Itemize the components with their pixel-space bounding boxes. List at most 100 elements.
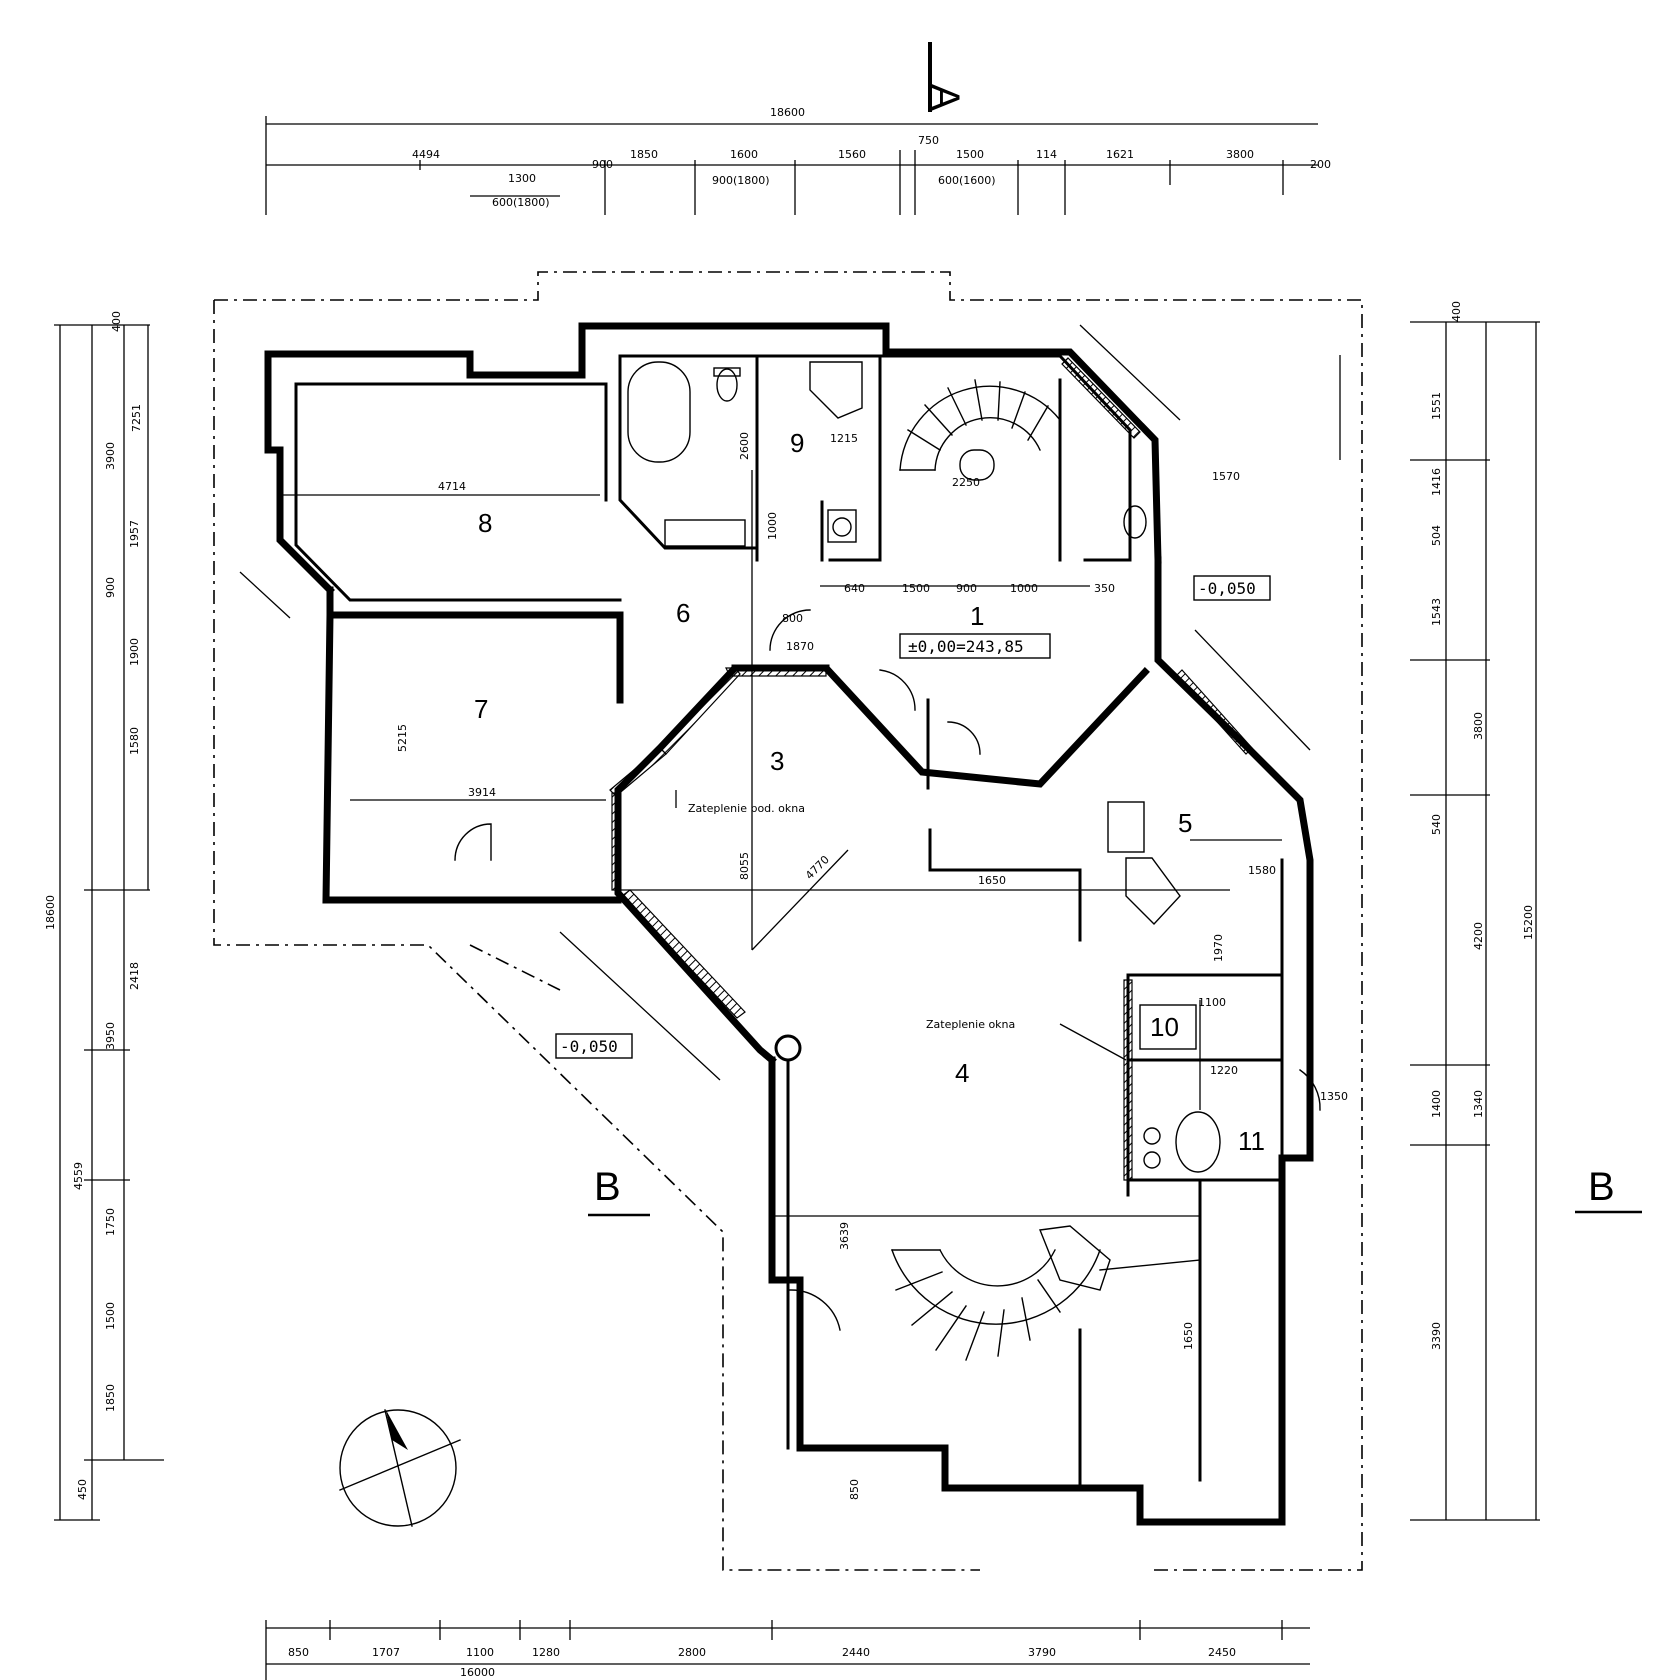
dim-right-8: 1340 — [1472, 1090, 1485, 1118]
dim-top-2: 1600 — [730, 148, 758, 161]
dim-left-8: 3950 — [104, 1022, 117, 1050]
dim-door-a: 1870 — [786, 640, 814, 653]
dimension-lines — [54, 42, 1642, 1680]
dim-top-overall: 18600 — [770, 106, 805, 119]
dim-left-6: 1580 — [128, 727, 141, 755]
dim-bottom-subtotal: 16000 — [460, 1666, 495, 1679]
dim-right-0: 400 — [1450, 301, 1463, 322]
room-label-8: 8 — [478, 508, 492, 538]
dim-right-6: 540 — [1430, 814, 1443, 835]
dim-top-0: 4494 — [412, 148, 440, 161]
dim-bottom-5: 2440 — [842, 1646, 870, 1659]
dim-r10-a: 1100 — [1198, 996, 1226, 1009]
dim-top-9: 200 — [1310, 158, 1331, 171]
dim-top-6: 114 — [1036, 148, 1057, 161]
dim-top-4: 750 — [918, 134, 939, 147]
dim-bottom-6: 3790 — [1028, 1646, 1056, 1659]
dim-right-1: 1551 — [1430, 392, 1443, 420]
dim-r4-b: 1650 — [1182, 1322, 1195, 1350]
section-marker-b: B — [1588, 1165, 1615, 1209]
dim-room1-2: 900 — [956, 582, 977, 595]
dim-stair-b: 1570 — [1212, 470, 1240, 483]
dim-open-3: 900(1800) — [712, 174, 770, 187]
room-label-10: 10 — [1150, 1012, 1179, 1042]
dim-left-13: 450 — [76, 1479, 89, 1500]
north-arrow-icon — [339, 1409, 461, 1527]
dim-r11-a: 1350 — [1320, 1090, 1348, 1103]
room-label-3: 3 — [770, 746, 784, 776]
note-room3: Zateplenie pod. okna — [688, 802, 805, 815]
dim-bottom-3: 1280 — [532, 1646, 560, 1659]
roof-outline — [213, 271, 1363, 1571]
dim-left-10: 1750 — [104, 1208, 117, 1236]
dim-left-4: 900 — [104, 577, 117, 598]
dim-top-5: 1500 — [956, 148, 984, 161]
dim-r9-a: 1215 — [830, 432, 858, 445]
dim-right-7: 1400 — [1430, 1090, 1443, 1118]
dim-right-3: 504 — [1430, 525, 1443, 546]
dim-room1-0: 640 — [844, 582, 865, 595]
room-label-11: 11 — [1238, 1126, 1265, 1156]
dim-room7-width: 3914 — [468, 786, 496, 799]
dim-right-4: 1543 — [1430, 598, 1443, 626]
note-room4: Zateplenie okna — [926, 1018, 1015, 1031]
interior-walls — [294, 354, 1284, 1490]
dim-corridor: 1650 — [978, 874, 1006, 887]
level-right: -0,050 — [1198, 579, 1256, 598]
dim-open-1: 900 — [592, 158, 613, 171]
door-swings — [454, 609, 1321, 1331]
dim-left-1: 7251 — [130, 404, 143, 432]
dim-top-8: 3800 — [1226, 148, 1254, 161]
room-label-7: 7 — [474, 694, 488, 724]
section-marker-a: A — [923, 84, 967, 111]
dim-stair-a: 2250 — [952, 476, 980, 489]
dim-open-2: 600(1800) — [492, 196, 550, 209]
room-label-4: 4 — [955, 1058, 969, 1088]
room-label-1: 1 — [970, 601, 984, 631]
dim-room1-3: 1000 — [1010, 582, 1038, 595]
dim-room4-height: 3639 — [838, 1222, 851, 1250]
fixtures — [627, 361, 1221, 1173]
dim-bottom-2: 1100 — [466, 1646, 494, 1659]
dim-left-overall: 18600 — [44, 895, 57, 930]
dim-right-5: 3800 — [1472, 712, 1485, 740]
dim-right-2: 1416 — [1430, 468, 1443, 496]
dim-r9-b: 2600 — [738, 432, 751, 460]
dim-left-11: 1500 — [104, 1302, 117, 1330]
spiral-stair-lower — [891, 1225, 1201, 1361]
dim-left-3: 1957 — [128, 520, 141, 548]
dim-bottom-0: 850 — [288, 1646, 309, 1659]
dim-left-0: 400 — [110, 311, 123, 332]
level-left: -0,050 — [560, 1037, 618, 1056]
dim-bottom-1: 1707 — [372, 1646, 400, 1659]
dim-door-b: 800 — [782, 612, 803, 625]
spiral-stair-upper — [899, 379, 1061, 481]
dim-r9-c: 1000 — [766, 512, 779, 540]
section-marker-b-left: B — [594, 1165, 621, 1209]
dim-right-10: 4200 — [1472, 922, 1485, 950]
dim-r11-b: 1220 — [1210, 1064, 1238, 1077]
insulated-walls — [609, 357, 1253, 1181]
dim-bottom-4: 2800 — [678, 1646, 706, 1659]
dim-room3-vertical: 8055 — [738, 852, 751, 880]
dim-top-3: 1560 — [838, 148, 866, 161]
room-label-5: 5 — [1178, 808, 1192, 838]
dim-room7-height: 5215 — [396, 724, 409, 752]
dim-left-7: 2418 — [128, 962, 141, 990]
dim-left-12: 1850 — [104, 1384, 117, 1412]
dim-top-1: 1850 — [630, 148, 658, 161]
dim-right-9: 3390 — [1430, 1322, 1443, 1350]
dim-open-4: 600(1600) — [938, 174, 996, 187]
dim-room1-4: 350 — [1094, 582, 1115, 595]
dim-left-9: 4559 — [72, 1162, 85, 1190]
dim-r4-a: 850 — [848, 1479, 861, 1500]
dim-left-5: 1900 — [128, 638, 141, 666]
room-label-6: 6 — [676, 598, 690, 628]
dim-left-2: 3900 — [104, 442, 117, 470]
dim-open-0: 1300 — [508, 172, 536, 185]
room-label-9: 9 — [790, 428, 804, 458]
dim-room1-1: 1500 — [902, 582, 930, 595]
dim-r5-a: 1580 — [1248, 864, 1276, 877]
level-center: ±0,00=243,85 — [908, 637, 1024, 656]
